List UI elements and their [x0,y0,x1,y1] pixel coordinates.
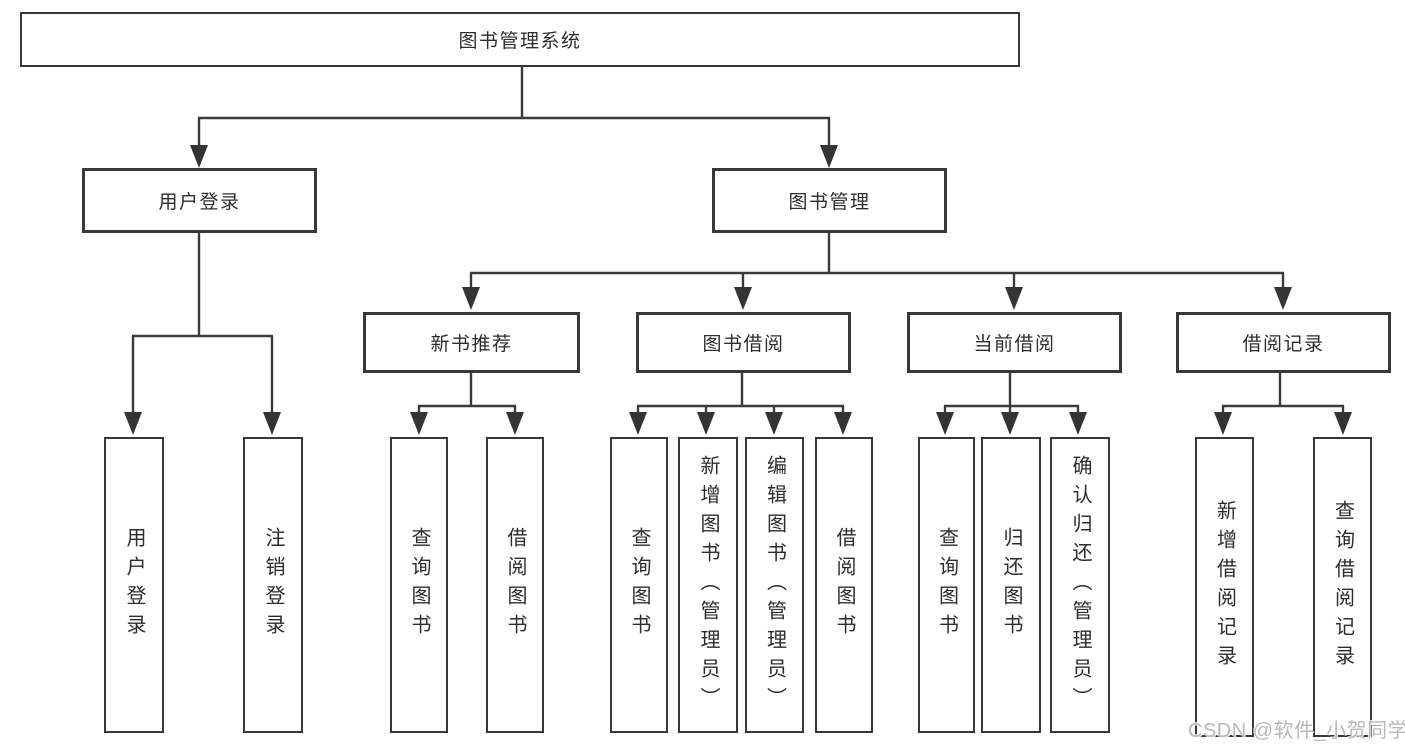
node-borrow-books-recommend: 借阅图书 [486,437,544,733]
node-add-book-admin: 新增图书（管理员） [678,437,738,733]
node-book-borrowing: 图书借阅 [636,312,851,373]
node-query-books-borrow: 查询图书 [610,437,668,733]
node-book-management-label: 图书管理 [788,192,871,213]
node-add-borrow-record-label: 新增借阅记录 [1213,500,1236,674]
connector-borrowing-records-children [1214,373,1352,435]
node-current-borrowing: 当前借阅 [907,312,1122,373]
node-borrow-books-recommend-label: 借阅图书 [504,527,526,643]
node-borrowing-records-label: 借阅记录 [1242,334,1325,355]
node-query-books-current: 查询图书 [918,437,975,733]
node-new-book-recommend: 新书推荐 [363,312,580,373]
watermark-text: CSDN @软件_小贺同学 [1188,720,1405,742]
node-user-login-label: 用户登录 [158,192,241,213]
node-book-management: 图书管理 [712,168,947,233]
connector-book-borrowing-children [629,373,852,435]
node-user-login-leaf: 用户登录 [104,437,164,733]
node-borrowing-records: 借阅记录 [1176,312,1391,373]
node-logout: 注销登录 [243,437,303,733]
connector-current-borrowing-children [936,373,1087,435]
node-library-system: 图书管理系统 [20,12,1020,67]
node-query-books-recommend: 查询图书 [390,437,448,733]
node-return-books: 归还图书 [981,437,1041,733]
node-confirm-return-admin: 确认归还（管理员） [1050,437,1110,733]
node-logout-label: 注销登录 [262,527,284,643]
node-query-borrow-record-label: 查询借阅记录 [1331,500,1354,674]
node-query-borrow-record: 查询借阅记录 [1313,437,1372,737]
node-current-borrowing-label: 当前借阅 [973,334,1056,355]
connector-book-management-children [462,233,1292,310]
node-confirm-return-admin-label: 确认归还（管理员） [1069,454,1091,716]
node-add-borrow-record: 新增借阅记录 [1195,437,1254,737]
node-new-book-recommend-label: 新书推荐 [430,334,513,355]
node-library-system-label: 图书管理系统 [458,31,582,52]
node-user-login-leaf-label: 用户登录 [123,527,145,643]
node-query-books-recommend-label: 查询图书 [408,527,430,643]
node-user-login: 用户登录 [82,168,317,233]
node-edit-book-admin-label: 编辑图书（管理员） [763,454,786,716]
connector-root-to-level2 [190,66,838,168]
connector-user-login-children [124,233,281,435]
node-book-borrowing-label: 图书借阅 [702,334,785,355]
node-return-books-label: 归还图书 [1000,527,1022,643]
node-query-books-borrow-label: 查询图书 [628,527,650,643]
connector-new-book-children [410,373,524,435]
node-borrow-books-leaf: 借阅图书 [815,437,873,733]
node-borrow-books-leaf-label: 借阅图书 [833,527,855,643]
node-edit-book-admin: 编辑图书（管理员） [745,437,804,733]
node-query-books-current-label: 查询图书 [935,527,958,643]
node-add-book-admin-label: 新增图书（管理员） [697,454,719,716]
